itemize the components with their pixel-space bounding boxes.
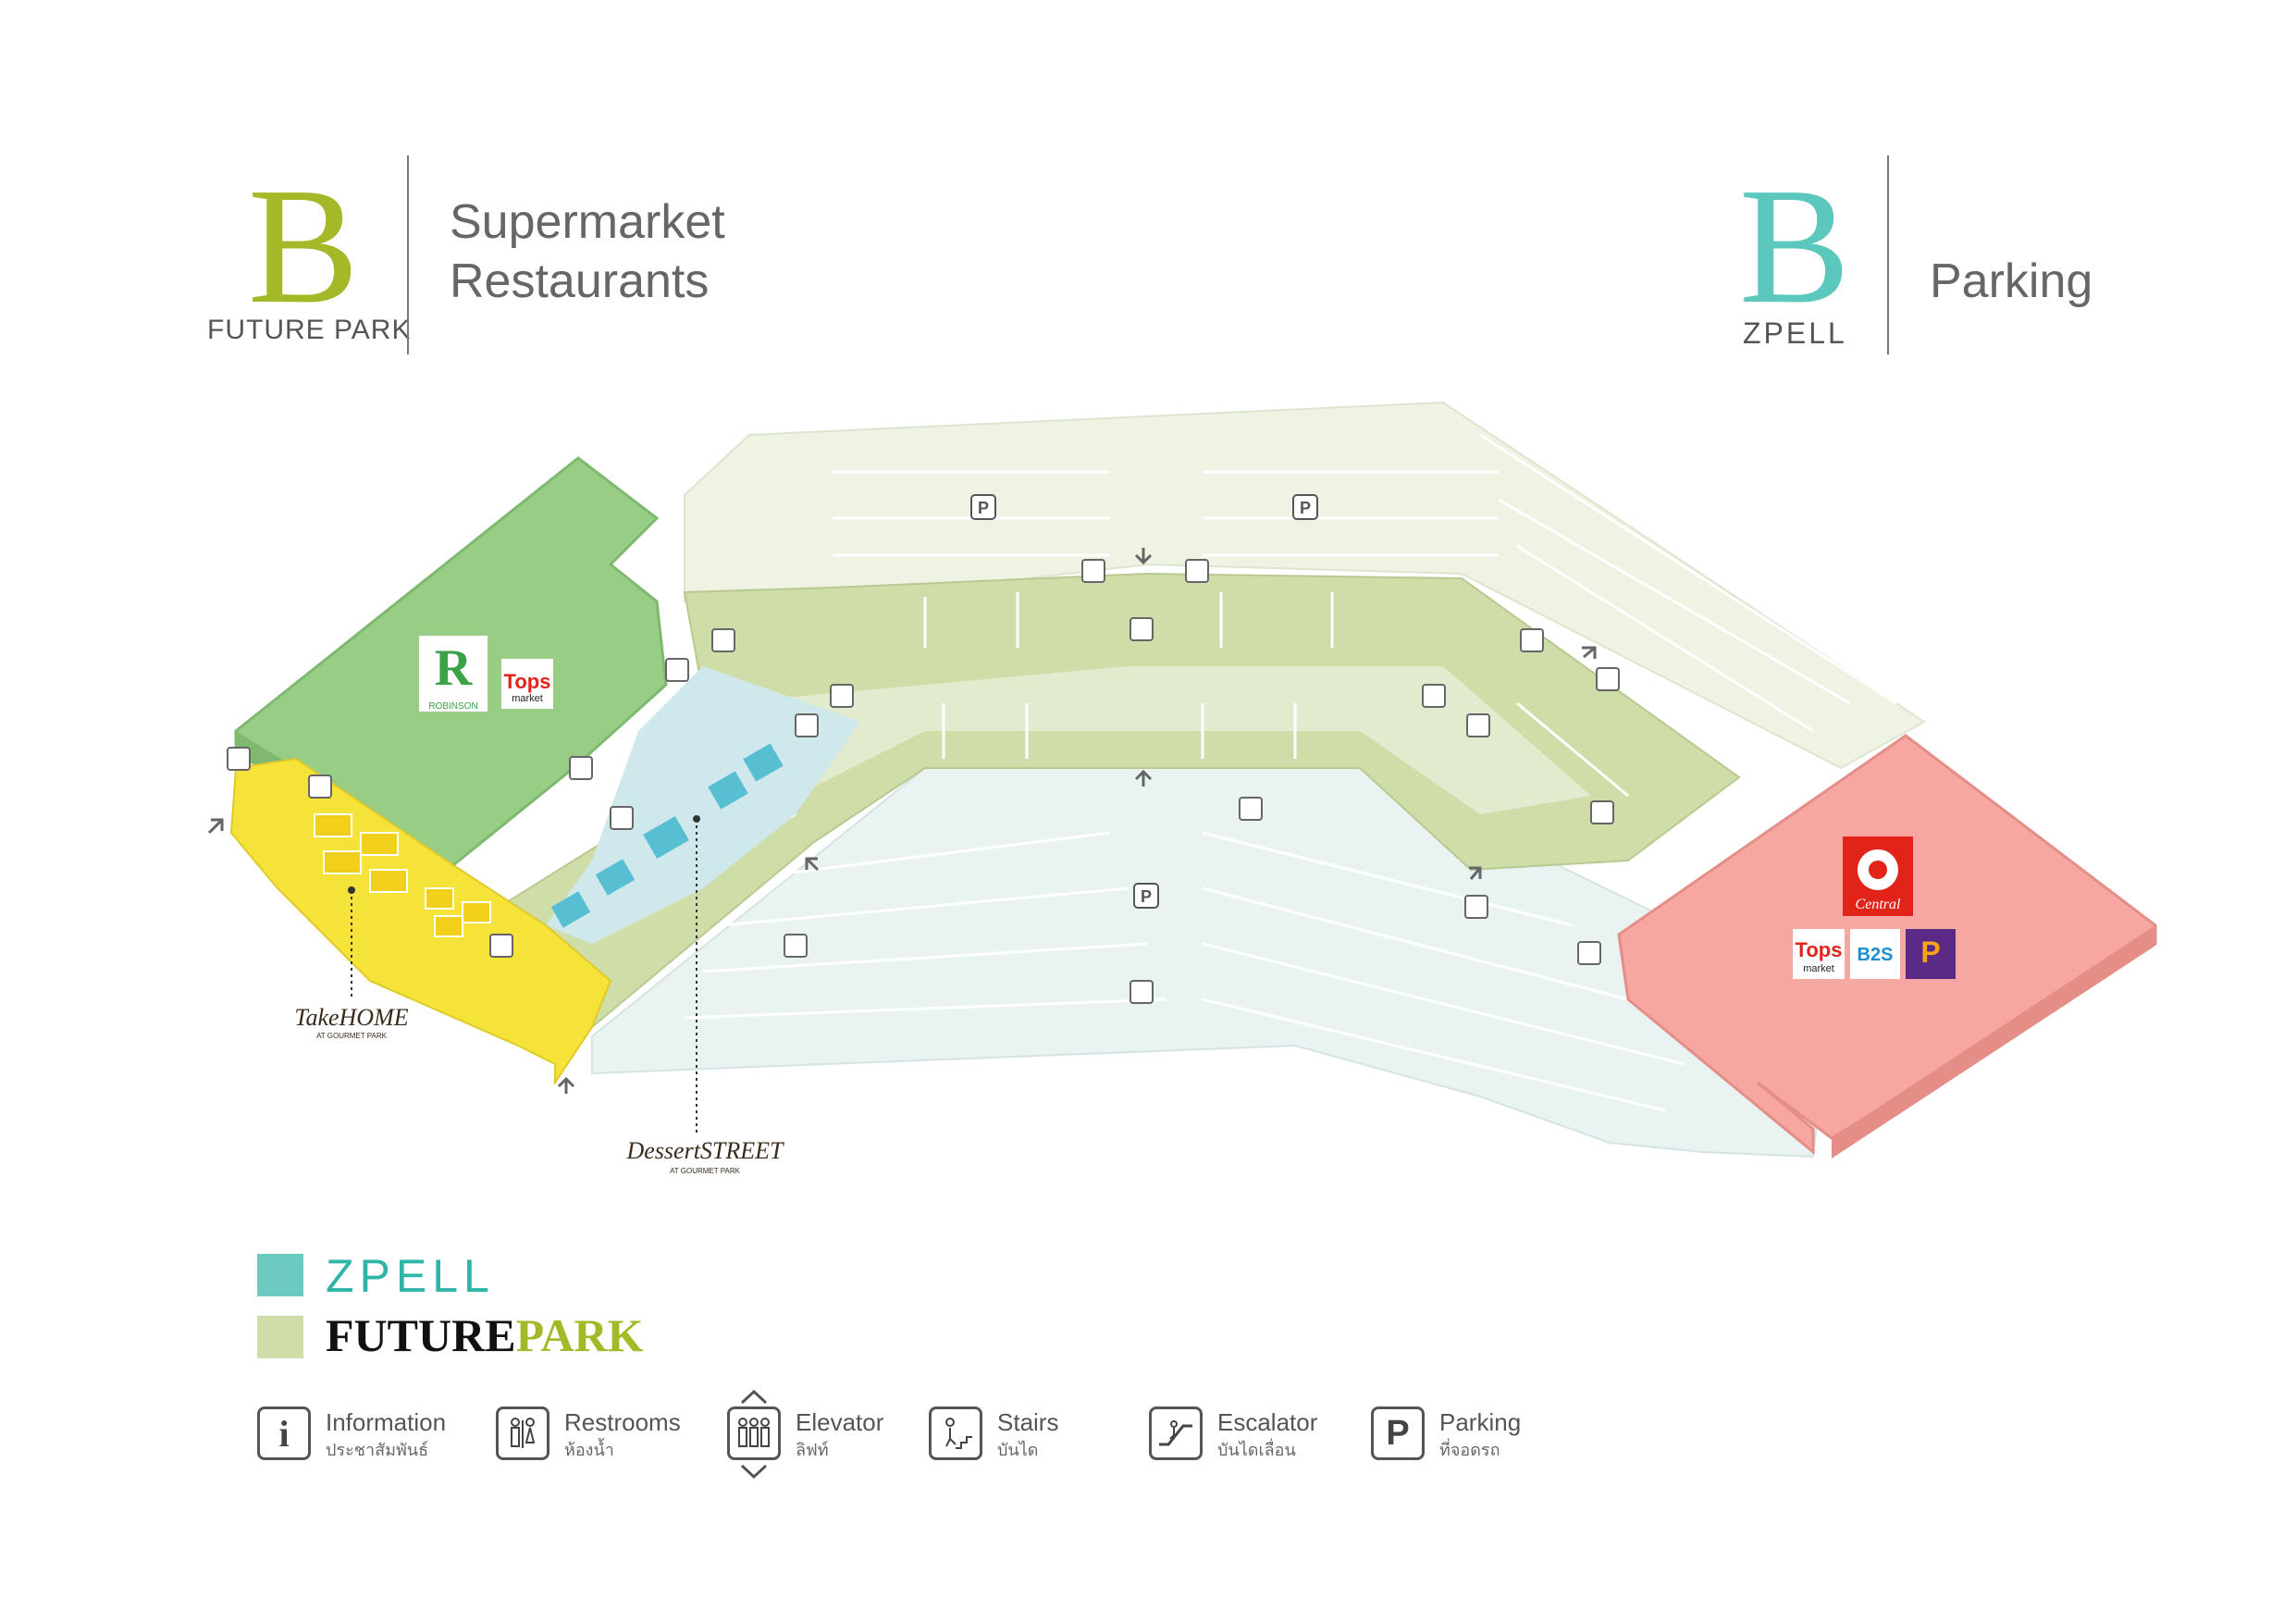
floor-letter-zpell: B	[1739, 154, 1851, 338]
central-logo-text: Central	[1856, 897, 1901, 912]
legend-information: i Information ประชาสัมพันธ์	[257, 1406, 461, 1481]
legend-stairs: Stairs บันได	[929, 1406, 1132, 1481]
elevator-down-arrow	[740, 1464, 768, 1479]
dessert-street-pin	[693, 815, 700, 823]
map-parking-icon-1: P	[970, 494, 996, 520]
parking-icon: P	[1371, 1406, 1425, 1460]
takehome-sublabel: AT GOURMET PARK	[316, 1032, 388, 1040]
b2s-logo	[1850, 929, 1900, 979]
legend-parking: P Parking ที่จอดรถ	[1371, 1406, 1574, 1481]
tops-logo-1-text: Tops	[504, 670, 551, 693]
floor-title-line2: Restaurants	[450, 254, 710, 308]
dessert-street-label: DessertSTREET	[626, 1137, 785, 1164]
svg-text:P: P	[978, 499, 989, 517]
central-building-front	[1832, 925, 2155, 1158]
map-facility-markers	[227, 559, 1620, 1004]
map-parking-icon-2: P	[1292, 494, 1318, 520]
header-divider-left	[407, 155, 409, 354]
central-logo-center	[1869, 861, 1887, 879]
legend-zpell-label: ZPELL	[326, 1250, 495, 1302]
powerbuy-logo-text: P	[1920, 935, 1940, 969]
escalator-icon	[1149, 1406, 1203, 1460]
takehome-pin	[348, 886, 355, 894]
legend-escalator-th: บันไดเลื่อน	[1217, 1441, 1296, 1459]
stairs-icon	[929, 1406, 982, 1460]
legend-escalator: Escalator บันไดเลื่อน	[1149, 1406, 1371, 1481]
dessert-street-sublabel: AT GOURMET PARK	[670, 1167, 741, 1175]
tops-logo-2-text: Tops	[1796, 938, 1843, 961]
legend-elevator: Elevator ลิฟท์	[727, 1388, 931, 1481]
legend-restrooms: Restrooms ห้องน้ำ	[496, 1406, 699, 1481]
robinson-logo-mark: R	[435, 639, 473, 697]
header-divider-right	[1887, 155, 1889, 354]
tops-market-logo-2	[1793, 929, 1845, 979]
svg-text:P: P	[1141, 887, 1152, 906]
legend-futurepark-swatch	[257, 1316, 303, 1358]
tops-logo-1-sub: market	[512, 693, 543, 704]
mall-corridor	[666, 666, 1591, 888]
floor-letter-futurepark: B	[248, 154, 360, 338]
legend-restrooms-en: Restrooms	[564, 1408, 681, 1436]
legend-elevator-en: Elevator	[796, 1408, 884, 1436]
robinson-logo	[417, 634, 489, 713]
svg-text:P: P	[1300, 499, 1311, 517]
legend-restrooms-th: ห้องน้ำ	[564, 1441, 614, 1459]
label-leaders	[351, 819, 697, 1134]
legend-zpell-swatch	[257, 1254, 303, 1296]
tops-logo-2-sub: market	[1803, 963, 1834, 974]
legend-stairs-th: บันได	[997, 1441, 1039, 1459]
legend-elevator-th: ลิฟท์	[796, 1441, 829, 1459]
info-icon: i	[257, 1406, 311, 1460]
entrance-arrows	[207, 548, 1597, 1094]
gourmet-stalls	[314, 813, 491, 937]
legend-futurepark-label: FUTUREPARK	[326, 1308, 644, 1362]
legend-information-th: ประชาสัมพันธ์	[326, 1441, 429, 1459]
legend-information-en: Information	[326, 1408, 447, 1436]
elevator-up-arrow	[740, 1390, 768, 1405]
gourmet-market-area	[229, 757, 612, 1086]
brand-zpell: ZPELL	[1743, 316, 1847, 350]
legend-future-word: FUTURE	[326, 1309, 516, 1361]
zpell-shops	[550, 743, 784, 928]
restroom-icon	[496, 1406, 549, 1460]
map-parking-icon-3: P	[1133, 883, 1159, 909]
brand-futurepark: FUTURE PARK	[207, 315, 412, 345]
parking-stalls-south	[684, 831, 1685, 1112]
tops-market-logo-1	[501, 659, 553, 709]
takehome-label: TakeHOME	[294, 1004, 408, 1031]
legend-escalator-en: Escalator	[1217, 1408, 1318, 1436]
floor-title-parking: Parking	[1930, 254, 2093, 308]
legend-park-word: PARK	[515, 1309, 644, 1361]
elevator-icon	[727, 1406, 781, 1460]
robinson-logo-text: ROBINSON	[428, 701, 477, 712]
powerbuy-logo	[1906, 929, 1956, 979]
legend-stairs-en: Stairs	[997, 1408, 1059, 1436]
floor-title-line1: Supermarket	[450, 195, 725, 249]
legend-parking-th: ที่จอดรถ	[1439, 1441, 1500, 1459]
b2s-logo-text: B2S	[1858, 945, 1894, 965]
legend-parking-en: Parking	[1439, 1408, 1522, 1436]
